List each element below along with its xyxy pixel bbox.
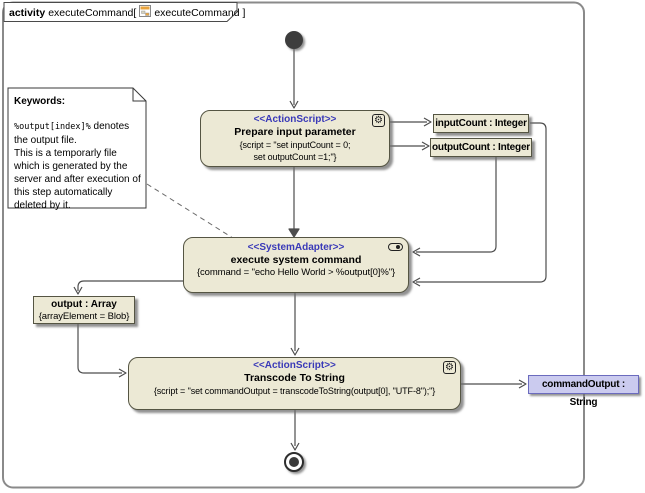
stereotype-label: <<ActionScript>> [253, 360, 336, 371]
object-node-outputcount[interactable]: outputCount : Integer [430, 138, 532, 157]
activity-diagram-icon [139, 5, 152, 20]
pin-label: outputCount : Integer [432, 142, 530, 153]
edge-execute-to-transcode[interactable] [290, 293, 300, 356]
pin-label: inputCount : Integer [435, 118, 527, 129]
edge-execute-to-output[interactable] [73, 280, 183, 295]
frame-tab-shape[interactable] [3, 2, 238, 22]
action-spec: {script = "set commandOutput = transcode… [153, 386, 436, 396]
action-name: Prepare input parameter [234, 126, 356, 138]
edge-inputcount-to-execute[interactable] [412, 122, 547, 287]
object-node-commandoutput[interactable]: commandOutput : String [528, 375, 639, 408]
action-name: execute system command [230, 254, 362, 266]
note-title: Keywords: [14, 96, 66, 107]
object-node-output-array[interactable]: output : Array {arrayElement = Blob} [33, 296, 135, 324]
action-spec-line1: {script = "set inputCount = 0; [239, 140, 351, 150]
edge-start-to-prepare[interactable] [289, 49, 299, 109]
frame-kind-label: activity [9, 6, 46, 19]
frame-tab[interactable]: activity executeCommand[ executeCommand … [9, 5, 245, 20]
action-name: Transcode To String [244, 372, 345, 384]
edge-transcode-to-commandoutput[interactable] [461, 379, 527, 389]
edge-prepare-to-outputcount[interactable] [390, 141, 430, 151]
note-shape[interactable] [7, 87, 147, 209]
action-prepare-input-parameter[interactable]: ⚙ <<ActionScript>> Prepare input paramet… [200, 110, 390, 167]
note-line1: %output[index]% denotes the output file. [14, 120, 142, 147]
object-name: output : Array [51, 299, 117, 310]
action-spec-line2: set outputCount =1;"} [253, 152, 337, 162]
edge-outputcount-to-execute[interactable] [412, 157, 497, 257]
action-spec: {command = "echo Hello World > %output[0… [196, 267, 396, 278]
note-body: This is a temporarly file which is gener… [14, 148, 141, 211]
script-gear-icon: ⚙ [443, 361, 456, 374]
edge-output-to-transcode[interactable] [77, 324, 127, 378]
pin-label: commandOutput : String [541, 379, 626, 408]
edge-prepare-to-execute[interactable] [288, 167, 300, 238]
edge-prepare-to-inputcount[interactable] [390, 117, 432, 127]
frame-diagram-label: executeCommand [154, 6, 240, 19]
object-spec: {arrayElement = Blob} [38, 311, 130, 322]
action-transcode-to-string[interactable]: ⚙ <<ActionScript>> Transcode To String {… [128, 357, 461, 410]
initial-node[interactable] [285, 31, 303, 49]
stereotype-label: <<ActionScript>> [253, 114, 337, 125]
note-after-code: denotes the output file. [14, 121, 130, 146]
stereotype-label: <<SystemAdapter>> [247, 242, 345, 253]
action-execute-system-command[interactable]: <<SystemAdapter>> execute system command… [183, 237, 409, 293]
note-code: %output[index]% [14, 122, 91, 132]
activity-final-dot [289, 457, 299, 467]
script-gear-icon: ⚙ [372, 114, 385, 127]
frame-close-bracket: ] [242, 6, 246, 19]
note-comment[interactable]: Keywords: %output[index]% denotes the ou… [14, 95, 142, 212]
frame-name-label: executeCommand[ [48, 6, 137, 19]
system-adapter-icon [388, 243, 403, 251]
object-node-inputcount[interactable]: inputCount : Integer [433, 114, 529, 133]
edge-transcode-to-final[interactable] [290, 410, 300, 451]
